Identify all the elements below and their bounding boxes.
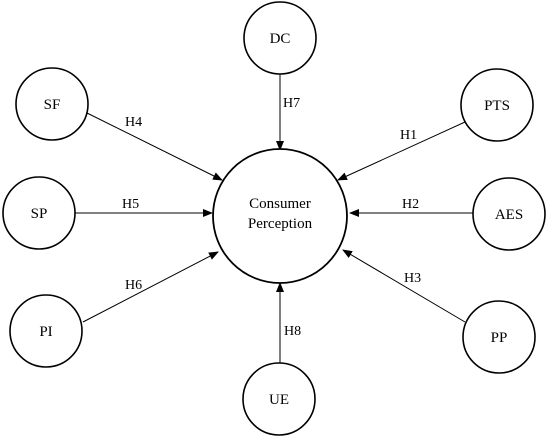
node-sp: SP	[2, 176, 76, 250]
consumer-perception-circle	[212, 148, 348, 284]
node-aes-label: AES	[495, 207, 523, 223]
node-pts: PTS	[460, 68, 534, 142]
node-pp-label: PP	[491, 330, 508, 346]
node-sp-circle	[2, 176, 76, 250]
node-sf-circle	[15, 67, 89, 141]
hypothesis-label-h2: H2	[402, 197, 419, 212]
hypothesis-label-h5: H5	[122, 197, 139, 212]
node-ue: UE	[242, 362, 316, 436]
hypothesis-label-h3: H3	[404, 271, 421, 286]
edge-pts-to-center	[337, 121, 466, 181]
hypothesis-label-h8: H8	[284, 324, 301, 339]
node-aes: AES	[472, 177, 546, 251]
node-pts-circle	[460, 68, 534, 142]
consumer-perception-node: Consumer Perception	[212, 148, 348, 284]
node-ue-label: UE	[269, 392, 289, 408]
node-pp: PP	[462, 300, 536, 374]
edge-sf-to-center	[86, 112, 223, 181]
consumer-perception-line2: Perception	[248, 216, 313, 232]
hypothesis-label-h1: H1	[400, 128, 417, 143]
node-pp-circle	[462, 300, 536, 374]
node-pi-label: PI	[39, 324, 52, 340]
hypothesis-label-h4: H4	[125, 115, 142, 130]
node-dc-circle	[243, 1, 317, 75]
hypothesis-label-h6: H6	[125, 278, 142, 293]
consumer-perception-line1: Consumer	[249, 196, 311, 212]
node-dc-label: DC	[270, 31, 291, 47]
node-aes-circle	[472, 177, 546, 251]
node-dc: DC	[243, 1, 317, 75]
node-pi: PI	[9, 294, 83, 368]
node-ue-circle	[242, 362, 316, 436]
edge-pp-to-center	[342, 249, 466, 323]
node-sf-label: SF	[44, 97, 61, 113]
node-sf: SF	[15, 67, 89, 141]
edge-pi-to-center	[82, 251, 219, 323]
hypothesis-label-h7: H7	[283, 96, 300, 111]
node-pi-circle	[9, 294, 83, 368]
node-pts-label: PTS	[484, 98, 510, 114]
node-sp-label: SP	[31, 206, 48, 222]
